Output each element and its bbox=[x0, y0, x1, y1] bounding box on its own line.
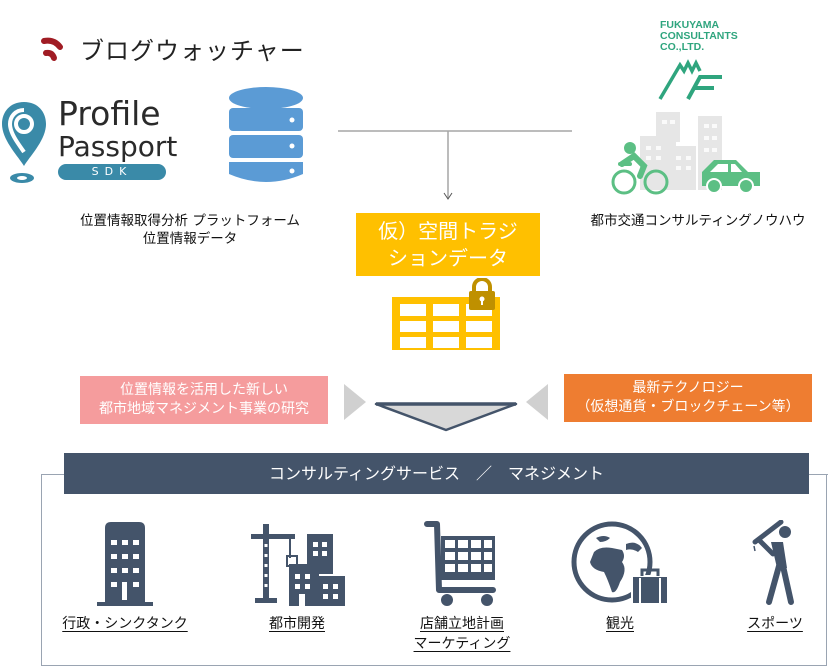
urban-transport-icon bbox=[611, 112, 760, 195]
services-frame bbox=[41, 474, 827, 666]
spatial-box-line2: ションデータ bbox=[388, 246, 508, 270]
right-pointing-triangle-icon bbox=[344, 384, 366, 420]
funnel-down-icon bbox=[374, 402, 518, 432]
service-label[interactable]: 行政・シンクタンク bbox=[62, 616, 188, 632]
service-label[interactable]: 店舗立地計画 マーケティング bbox=[392, 614, 532, 654]
consulting-services-banner: コンサルティングサービス ／ マネジメント bbox=[64, 453, 809, 494]
location-pin-icon bbox=[2, 102, 46, 183]
frame-top-border-right bbox=[808, 474, 828, 475]
service-label-line2: マーケティング bbox=[413, 636, 511, 652]
database-icon bbox=[229, 87, 303, 182]
orange-box-line1: 最新テクノロジー bbox=[632, 380, 744, 396]
passport-text: Passport bbox=[58, 130, 178, 163]
pink-box-line1: 位置情報を活用した新しい bbox=[120, 382, 288, 398]
fukuyama-logo: FUKUYAMA CONSULTANTS CO.,LTD. bbox=[658, 19, 770, 101]
left-pointing-triangle-icon bbox=[526, 384, 548, 420]
blogwatcher-name: ブログウォッチャー bbox=[80, 36, 305, 65]
platform-caption-line2: 位置情報データ bbox=[142, 231, 238, 247]
padlock-icon bbox=[469, 278, 495, 310]
service-urban-development: 都市開発 bbox=[227, 520, 367, 634]
service-government-thinktank: 行政・シンクタンク bbox=[55, 520, 195, 634]
orange-box-line2: （仮想通貨・ブロックチェーン等） bbox=[576, 399, 800, 415]
service-label[interactable]: 都市開発 bbox=[269, 616, 325, 632]
service-tourism: 観光 bbox=[550, 520, 690, 634]
profile-passport-logo: Profile Passport SDK bbox=[0, 94, 177, 186]
globe-luggage-icon bbox=[571, 521, 669, 605]
pink-box-line2: 都市地域マネジメント事業の研究 bbox=[99, 401, 309, 417]
platform-caption-line1: 位置情報取得分析 プラットフォーム bbox=[80, 213, 300, 229]
service-label[interactable]: スポーツ bbox=[747, 616, 803, 632]
arrow-down-icon bbox=[443, 192, 453, 200]
construction-crane-icon bbox=[251, 524, 345, 606]
service-sports: スポーツ bbox=[705, 520, 840, 634]
profile-text: Profile bbox=[58, 94, 161, 133]
spatial-box-line1: 仮）空間トラジ bbox=[378, 219, 518, 243]
blogwatcher-mark-icon bbox=[41, 37, 63, 61]
fukuyama-text-line2: CONSULTANTS bbox=[660, 30, 738, 42]
traffic-consulting-caption: 都市交通コンサルティングノウハウ bbox=[590, 213, 806, 229]
baseball-batter-icon bbox=[752, 520, 794, 605]
fukuyama-text-line1: FUKUYAMA bbox=[660, 19, 720, 31]
latest-technology-box: 最新テクノロジー （仮想通貨・ブロックチェーン等） bbox=[564, 374, 812, 422]
fukuyama-mountain-icon bbox=[658, 59, 722, 100]
spatial-trajectory-data-box: 仮）空間トラジ ションデータ bbox=[356, 213, 540, 276]
shopping-cart-icon bbox=[424, 521, 496, 606]
sdk-badge: SDK bbox=[58, 164, 166, 180]
urban-management-research-box: 位置情報を活用した新しい 都市地域マネジメント事業の研究 bbox=[80, 376, 328, 424]
locked-data-table-icon bbox=[392, 278, 500, 350]
convergence-arrows bbox=[344, 384, 548, 432]
blogwatcher-logo: ブログウォッチャー bbox=[40, 30, 305, 66]
service-label[interactable]: 観光 bbox=[606, 616, 634, 632]
service-label-line1: 店舗立地計画 bbox=[420, 616, 504, 632]
service-store-location-marketing: 店舗立地計画 マーケティング bbox=[392, 520, 532, 654]
platform-caption: 位置情報取得分析 プラットフォーム 位置情報データ bbox=[40, 212, 340, 248]
office-building-icon bbox=[97, 522, 153, 606]
fukuyama-text-line3: CO.,LTD. bbox=[660, 41, 705, 53]
frame-top-border-left bbox=[41, 474, 65, 475]
merge-connector bbox=[338, 130, 572, 200]
